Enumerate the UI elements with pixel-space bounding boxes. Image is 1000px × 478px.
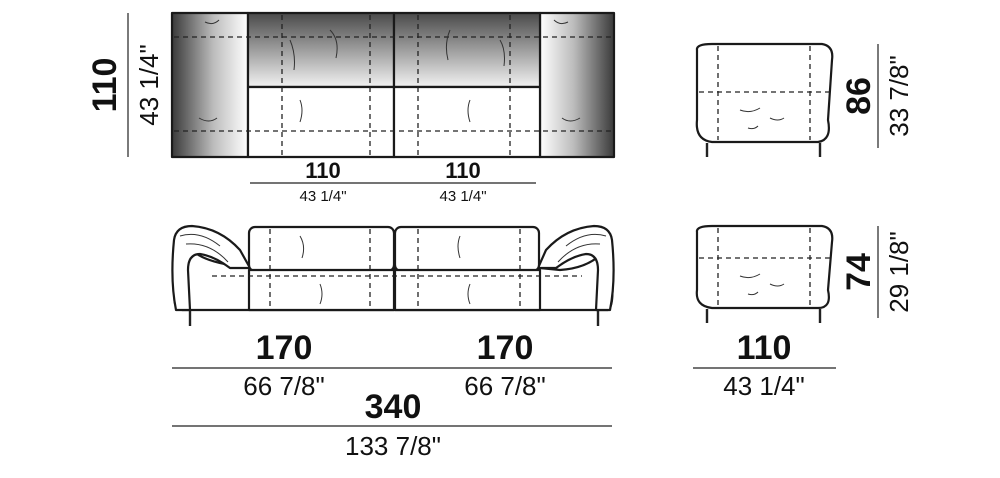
front-view: 170 66 7/8" 170 66 7/8" 340 133 7/8" xyxy=(171,224,615,461)
side-bottom-height-cm: 74 xyxy=(840,253,878,291)
side-bottom-width-in: 43 1/4" xyxy=(723,371,805,401)
top-depth-cm: 110 xyxy=(86,58,124,113)
front-section-1-cm: 170 xyxy=(256,329,313,367)
front-total-in: 133 7/8" xyxy=(345,431,441,461)
side-view-top: 86 33 7/8" xyxy=(695,42,914,157)
side-bottom-width-cm: 110 xyxy=(737,329,792,367)
front-section-1-in: 66 7/8" xyxy=(243,371,325,401)
front-section-2-cm: 170 xyxy=(477,329,534,367)
top-module-2-in: 43 1/4" xyxy=(439,188,486,205)
side-view-bottom: 74 29 1/8" 110 43 1/4" xyxy=(693,224,914,401)
top-module-2-cm: 110 xyxy=(445,158,481,183)
top-module-1-cm: 110 xyxy=(305,158,341,183)
side-top-height-cm: 86 xyxy=(840,77,878,115)
side-bottom-height-in: 29 1/8" xyxy=(884,231,914,313)
front-section-2-in: 66 7/8" xyxy=(464,371,546,401)
top-module-1-in: 43 1/4" xyxy=(299,188,346,205)
top-depth-in: 43 1/4" xyxy=(134,44,164,126)
side-top-height-in: 33 7/8" xyxy=(884,55,914,137)
top-view: 110 43 1/4" 110 43 1/4" 110 43 1/4" xyxy=(86,11,616,205)
front-total-cm: 340 xyxy=(365,388,422,426)
